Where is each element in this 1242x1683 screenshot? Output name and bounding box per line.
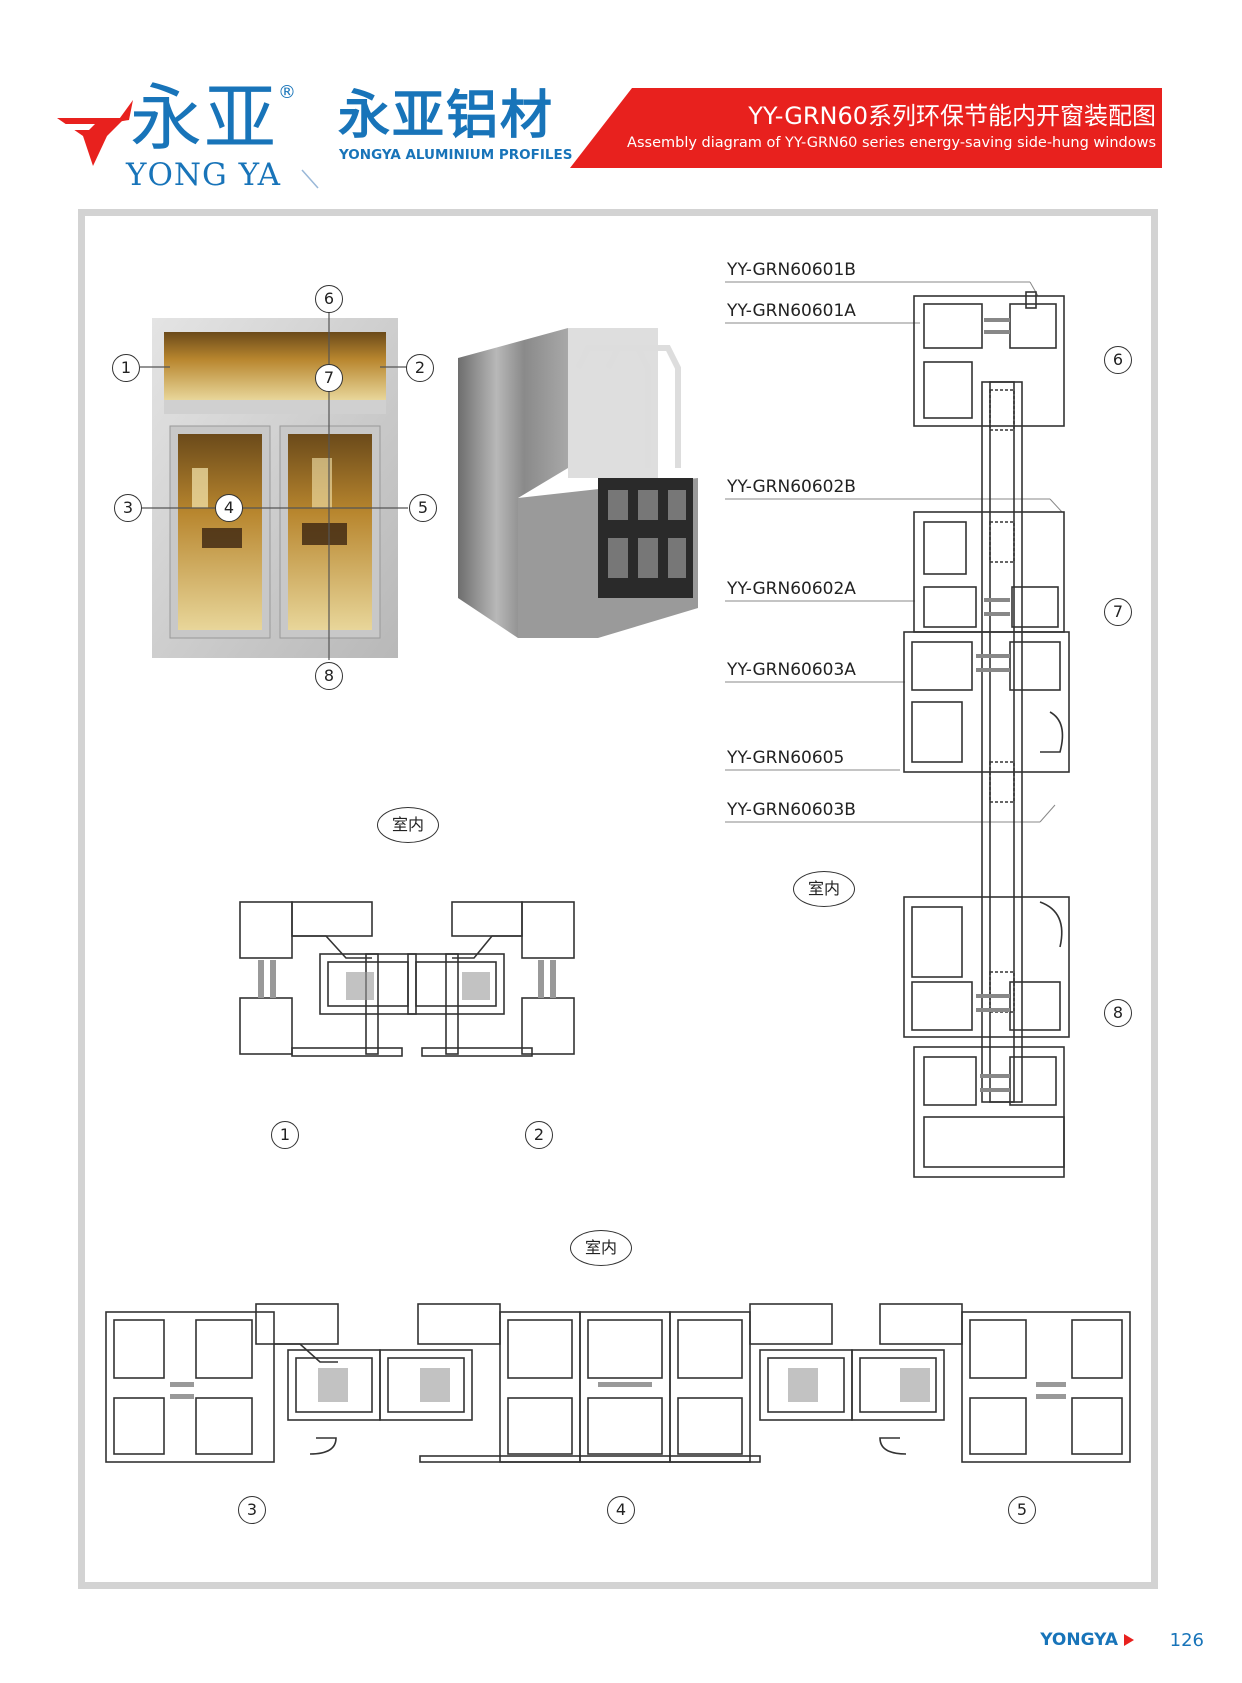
window-elevation-image	[152, 318, 398, 658]
brand-wing-logo-icon	[57, 100, 133, 166]
callout-3-section: 3	[238, 1496, 266, 1524]
part-label-601a: YY-GRN60601A	[727, 301, 856, 321]
part-label-603a: YY-GRN60603A	[727, 660, 856, 680]
part-label-602b: YY-GRN60602B	[727, 477, 856, 497]
indoor-label-3: 室内	[570, 1230, 632, 1266]
registered-mark: ®	[278, 82, 296, 103]
horizontal-section-drawing-1-2	[239, 901, 575, 1057]
callout-5-window: 5	[409, 494, 437, 522]
callout-7-section: 7	[1104, 598, 1132, 626]
callout-8-window: 8	[315, 662, 343, 690]
indoor-label-1: 室内	[377, 807, 439, 843]
part-label-603b: YY-GRN60603B	[727, 800, 856, 820]
company-name-en: YONGYA ALUMINIUM PROFILES	[339, 147, 573, 163]
callout-3-window: 3	[114, 494, 142, 522]
callout-1-window: 1	[112, 354, 140, 382]
callout-5-section: 5	[1008, 1496, 1036, 1524]
page-number: 126	[1169, 1630, 1204, 1651]
company-name-cn: 永亚铝材	[338, 86, 555, 146]
part-label-605: YY-GRN60605	[727, 748, 845, 768]
brand-name-cn: 永亚	[130, 76, 279, 160]
content-frame	[78, 209, 1158, 1589]
callout-2-section: 2	[525, 1121, 553, 1149]
indoor-label-2: 室内	[793, 871, 855, 907]
callout-6-section: 6	[1104, 346, 1132, 374]
callout-2-window: 2	[406, 354, 434, 382]
horizontal-section-drawing-3-4-5	[105, 1303, 1131, 1463]
corner-profile-3d-image	[458, 328, 698, 638]
callout-8-section: 8	[1104, 999, 1132, 1027]
callout-6-window: 6	[315, 285, 343, 313]
divider-slash	[301, 169, 319, 189]
banner-title: YY-GRN60系列环保节能内开窗装配图	[748, 102, 1156, 130]
footer-brand: YONGYA	[1040, 1630, 1118, 1650]
callout-4-window: 4	[215, 494, 243, 522]
vertical-section-drawing	[903, 291, 1070, 1178]
footer-arrow-icon	[1124, 1634, 1134, 1646]
part-label-601b: YY-GRN60601B	[727, 260, 856, 280]
callout-7-window: 7	[315, 364, 343, 392]
callout-4-section: 4	[607, 1496, 635, 1524]
part-label-602a: YY-GRN60602A	[727, 579, 856, 599]
brand-name-en: YONG YA	[126, 157, 282, 193]
callout-1-section: 1	[271, 1121, 299, 1149]
title-banner	[570, 88, 1162, 168]
banner-subtitle: Assembly diagram of YY-GRN60 series ener…	[627, 135, 1156, 151]
